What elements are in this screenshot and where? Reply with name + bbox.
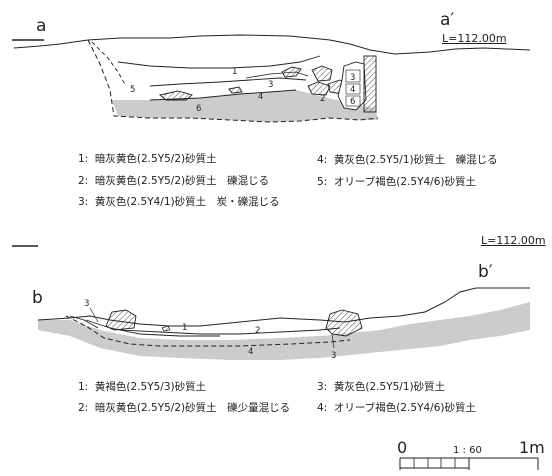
legend-num: 5: [317,176,328,188]
legend-a-item-4: 4: 黄灰色(2.5Y5/1)砂質土 礫混じる [317,155,498,166]
stone-3 [228,86,243,94]
layer-label-4: 4 [248,347,253,357]
legend-a-item-5: 5: オリーブ褐色(2.5Y4/6)砂質土 [317,177,476,188]
layer-4-band [38,302,530,360]
cell-3 [345,69,361,83]
base-cut-dashed-b [65,315,351,347]
legend-b-item-4: 4: オリーブ褐色(2.5Y4/6)砂質土 [317,403,476,414]
section-a-right-label: a′ [440,10,455,30]
legend-num: 4: [317,402,328,414]
layer-label-1: 1 [182,323,187,333]
layer-label-6: 6 [196,104,201,114]
legend-text: 暗灰黄色(2.5Y5/2)砂質土 礫少量混じる [94,402,291,414]
legend-b-item-2: 2: 暗灰黄色(2.5Y5/2)砂質土 礫少量混じる [78,403,290,414]
cell-label-4: 4 [350,85,355,95]
legend-b-item-1: 1: 黄褐色(2.5Y5/3)砂質土 [78,382,206,393]
layer-3-boundary [149,77,307,87]
stone-left-b [105,309,137,331]
section-b-right-label: b′ [478,262,493,282]
cell-6 [345,95,361,107]
layer-label-3-left: 3 [84,299,89,309]
layer-2-boundary-b [119,327,341,335]
layer-1-boundary [117,55,321,69]
legend-num: 1: [78,381,89,393]
legend-num: 1: [78,153,89,165]
scale-end-label: 1m [519,438,545,457]
cell-4 [345,83,361,95]
pebble-b [161,325,171,332]
layer-label-5: 5 [130,85,135,95]
legend-num: 2: [78,175,89,187]
legend-a-item-3: 3: 黄灰色(2.5Y4/1)砂質土 炭・礫混じる [78,197,280,208]
section-a-left-label: a [36,16,47,36]
legend-b-item-3: 3: 黄灰色(2.5Y5/1)砂質土 [317,382,445,393]
stone-cluster-right [337,61,367,111]
layer-label-2: 2 [255,326,260,336]
legend-text: 暗灰黄色(2.5Y5/2)砂質土 [94,153,217,165]
scale-start-label: 0 [397,438,408,457]
cell-label-3: 3 [350,73,355,83]
section-a-level: L=112.00m [442,32,507,45]
layer-label-1: 1 [232,67,237,77]
section-b-left-label: b [32,288,43,308]
legend-num: 2: [78,402,89,414]
leader-3-right [331,333,335,349]
scale-bar [399,457,539,470]
ground-surface [13,34,531,55]
leader-3-left [89,307,99,323]
hatched-wall [363,55,377,113]
legend-text: 黄灰色(2.5Y5/1)砂質土 [333,381,446,393]
stone-4 [311,65,333,82]
legend-text: 黄灰色(2.5Y5/1)砂質土 礫混じる [333,154,498,166]
legend-a-item-1: 1: 暗灰黄色(2.5Y5/2)砂質土 [78,154,217,165]
layer-6-band [112,90,378,122]
legend-text: オリーブ褐色(2.5Y4/6)砂質土 [333,176,476,188]
pit-cut-dashed [87,39,379,123]
layer-label-2: 2 [320,94,325,104]
stone-right-b [325,309,363,337]
legend-num: 4: [317,154,328,166]
left-cut-dashed-b [69,315,99,329]
section-b-level: L=112.00m [481,234,546,247]
legend-a-item-2: 2: 暗灰黄色(2.5Y5/2)砂質土 礫混じる [78,176,269,187]
legend-text: 黄褐色(2.5Y5/3)砂質土 [94,381,207,393]
legend-num: 3: [317,381,328,393]
cell-label-6: 6 [350,97,355,107]
left-cut-dashed [91,41,127,87]
section-b-drawing: 3 1 2 4 3 [12,245,530,361]
layer-1-boundary-b [85,319,220,337]
stone-5 [307,81,331,96]
legend-text: オリーブ褐色(2.5Y4/6)砂質土 [333,402,476,414]
legend-num: 3: [78,196,89,208]
scale-ratio-label: 1 : 60 [453,445,482,456]
layer-label-3-right: 3 [331,351,336,361]
section-a-drawing: 1 3 5 4 2 6 3 4 6 [12,34,531,123]
legend-text: 黄灰色(2.5Y4/1)砂質土 炭・礫混じる [94,196,280,208]
stone-2 [159,90,193,101]
layer-label-3: 3 [268,80,273,90]
legend-text: 暗灰黄色(2.5Y5/2)砂質土 礫混じる [94,175,270,187]
stone-1 [281,66,302,78]
layer-label-4: 4 [258,92,263,102]
